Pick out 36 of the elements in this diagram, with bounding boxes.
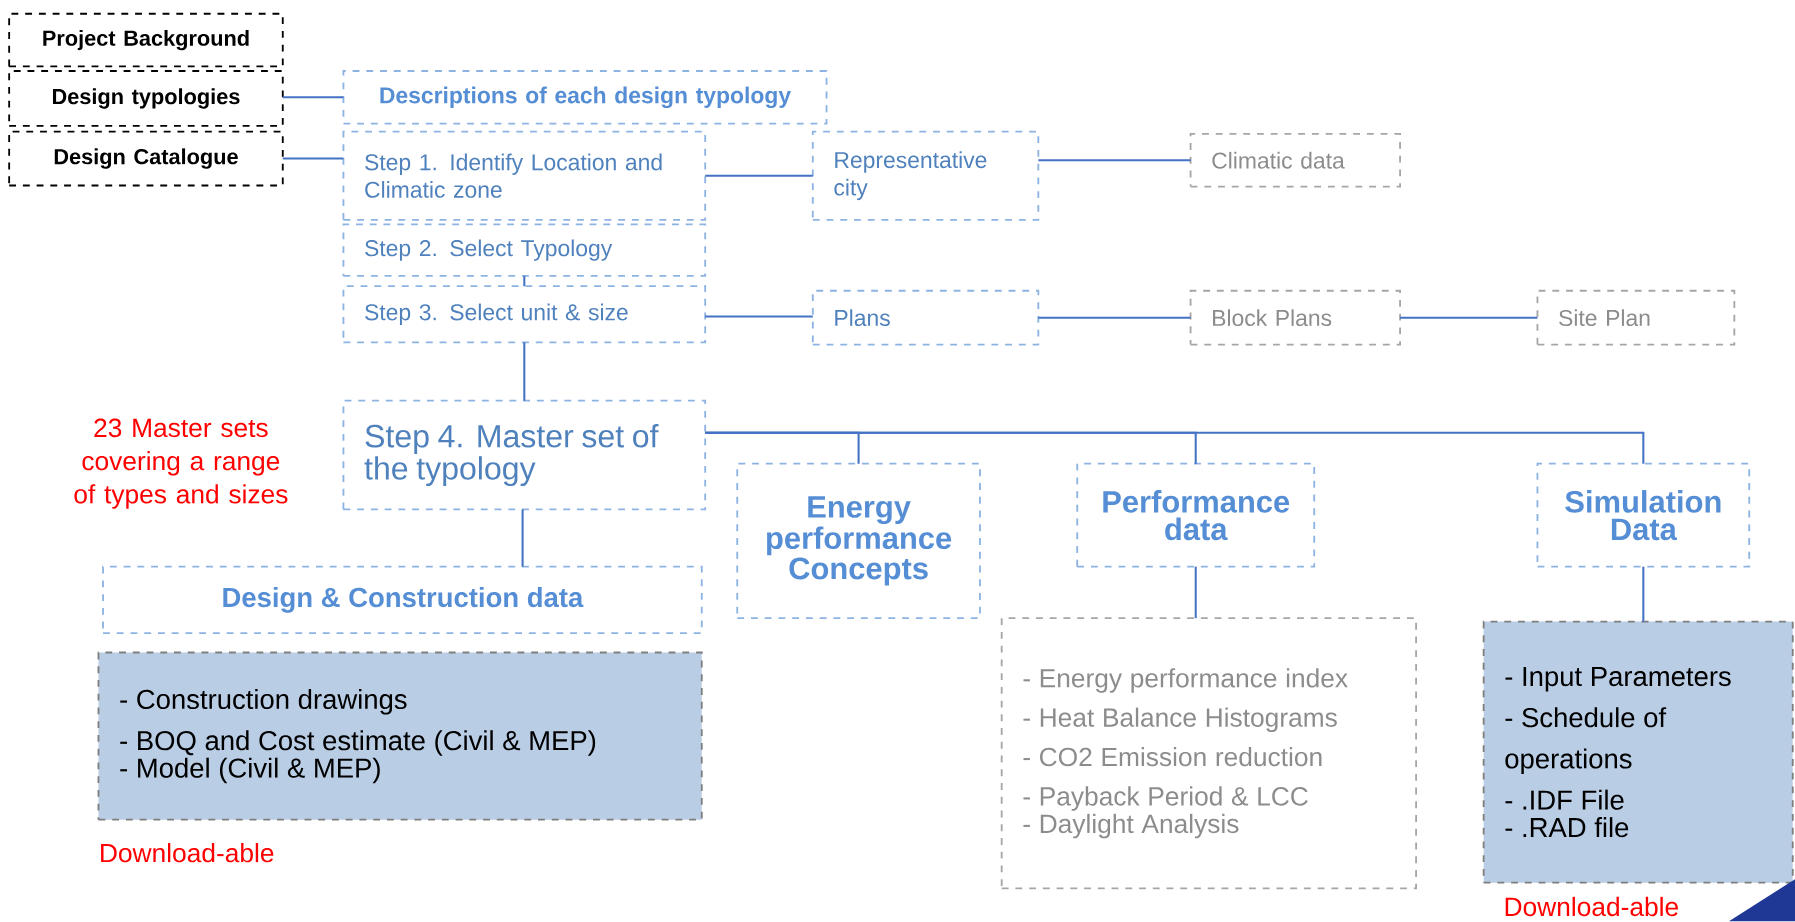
connector-line	[282, 96, 344, 99]
step-box: Step 3. Select unit & size	[342, 285, 707, 344]
note-text: 23 Master sets covering a range of types and sizes	[74, 418, 288, 509]
connector-line	[1642, 566, 1645, 622]
connector-line	[523, 276, 526, 287]
category-box: Performance data	[1076, 462, 1316, 568]
info-box: Block Plans	[1189, 290, 1401, 346]
connector-line	[705, 174, 813, 177]
info-box: Climatic data	[1189, 133, 1401, 188]
step-box: Descriptions of each design typology	[342, 70, 828, 125]
list-box: - Construction drawings - BOQ and Cost estimate (Civil & MEP) - Model (Civil & MEP)	[97, 651, 703, 821]
menu-box: Project Background	[8, 13, 284, 68]
info-box: Representative city	[811, 130, 1040, 221]
connector-line	[523, 342, 526, 401]
menu-box: Design typologies	[8, 70, 284, 128]
step-box: Step 1. Identify Location and Climatic zone	[342, 130, 707, 221]
category-box: Simulation Data	[1536, 462, 1751, 568]
connector-line	[521, 509, 524, 567]
note-text: Download-able	[1505, 897, 1678, 917]
menu-box: Design Catalogue	[8, 130, 284, 187]
info-box: Site Plan	[1536, 290, 1736, 346]
list-box: - Input Parameters - Schedule of operations - .IDF File - .RAD file	[1482, 620, 1794, 884]
list-box: - Energy performance index - Heat Balance Histograms - CO2 Emission reduction - Payback Period & LCC - Daylight Analysis	[1000, 617, 1417, 890]
connector-line	[282, 157, 344, 160]
connector-line	[1038, 316, 1191, 319]
category-box: Design & Construction data	[102, 565, 703, 635]
category-box: Energy performance Concepts	[736, 462, 981, 620]
connector-line	[1038, 159, 1191, 162]
connector-line	[1400, 316, 1538, 319]
step-box: Step 2. Select Typology	[342, 223, 707, 278]
info-box: Plans	[811, 290, 1040, 346]
step-box: Step 4. Master set of the typology	[342, 400, 707, 511]
connector-line	[705, 315, 813, 318]
connector-line	[705, 431, 1645, 464]
connector-line	[1194, 566, 1197, 619]
note-text: Download-able	[101, 843, 274, 863]
